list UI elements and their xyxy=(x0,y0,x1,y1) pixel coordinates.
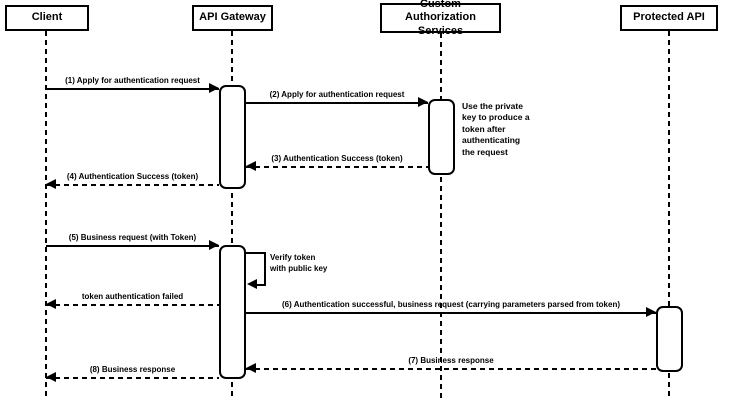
self-message-label: Verify token with public key xyxy=(270,253,328,274)
message-arrowhead-6 xyxy=(46,299,56,309)
actor-custom-auth: Custom Authorization Services xyxy=(380,0,501,37)
lifeline-protected-api xyxy=(668,31,670,398)
message-label-9: (8) Business response xyxy=(89,365,176,374)
lifeline-custom-auth xyxy=(440,33,442,398)
message-arrowhead-9 xyxy=(46,372,56,382)
actor-client: Client xyxy=(5,5,89,31)
message-line-1 xyxy=(46,88,219,90)
self-message-side xyxy=(264,253,266,285)
message-arrowhead-5 xyxy=(209,240,219,250)
message-line-2 xyxy=(246,102,428,104)
message-label-3: (3) Authentication Success (token) xyxy=(271,154,403,163)
activation-protected-api xyxy=(656,306,683,372)
message-label-8: (7) Business response xyxy=(408,356,494,365)
message-line-8 xyxy=(246,368,656,370)
self-message-top xyxy=(246,252,266,254)
message-arrowhead-8 xyxy=(246,363,256,373)
self-message-arrowhead xyxy=(247,279,257,289)
message-label-6: token authentication failed xyxy=(81,292,184,301)
activation-api-gateway xyxy=(219,85,246,189)
message-line-4 xyxy=(46,184,219,186)
message-line-9 xyxy=(46,377,219,379)
message-line-6 xyxy=(46,304,219,306)
message-line-3 xyxy=(246,166,428,168)
note-use-private-key: Use the private key to produce a token a… xyxy=(462,101,530,157)
message-arrowhead-4 xyxy=(46,179,56,189)
message-arrowhead-2 xyxy=(418,97,428,107)
message-arrowhead-1 xyxy=(209,83,219,93)
message-label-5: (5) Business request (with Token) xyxy=(68,233,197,242)
lifeline-client xyxy=(45,31,47,398)
message-label-1: (1) Apply for authentication request xyxy=(65,76,200,85)
activation-api-gateway xyxy=(219,245,246,379)
message-label-2: (2) Apply for authentication request xyxy=(269,90,405,99)
message-arrowhead-3 xyxy=(246,161,256,171)
message-arrowhead-7 xyxy=(646,307,656,317)
lifeline-api-gateway xyxy=(231,31,233,398)
message-line-5 xyxy=(46,245,219,247)
actor-protected-api: Protected API xyxy=(620,5,718,31)
message-line-7 xyxy=(246,312,656,314)
self-message-bottom xyxy=(255,284,266,286)
message-label-7: (6) Authentication successful, business … xyxy=(281,300,621,309)
actor-api-gateway: API Gateway xyxy=(192,5,273,31)
message-label-4: (4) Authentication Success (token) xyxy=(66,172,199,181)
activation-custom-auth xyxy=(428,99,455,175)
